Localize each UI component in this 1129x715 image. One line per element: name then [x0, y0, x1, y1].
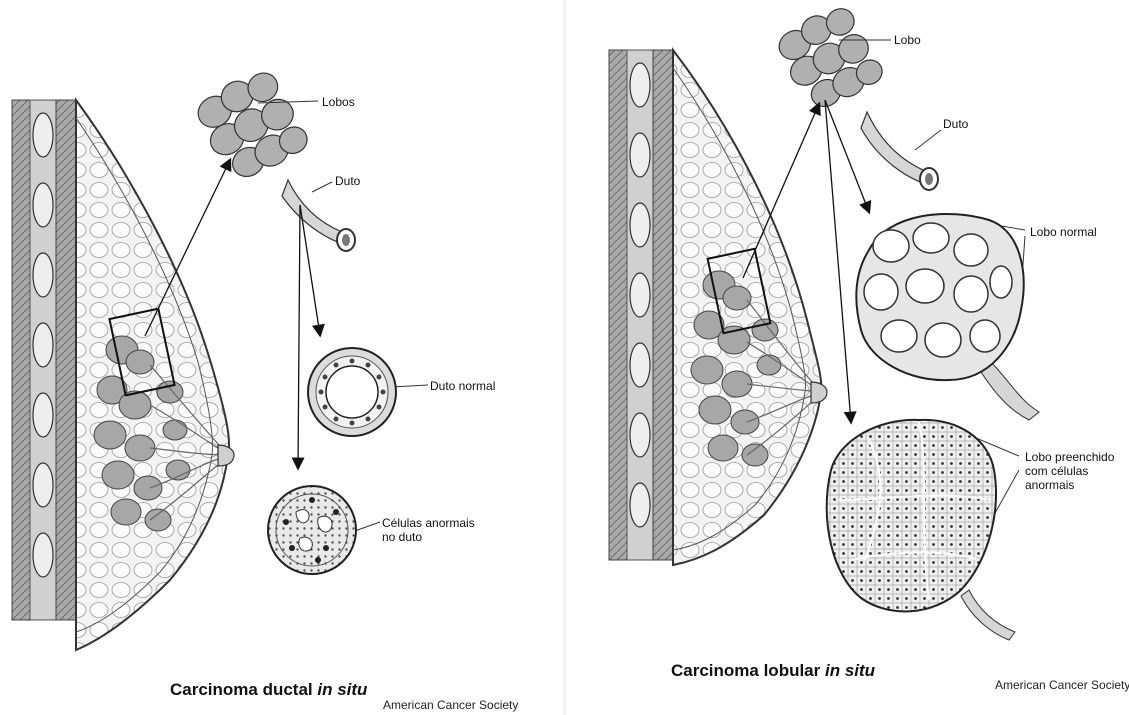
label-abnormal-cells: Células anormais no duto: [382, 516, 475, 544]
label-filled-lobe: Lobo preenchido com células anormais: [1025, 450, 1114, 492]
label-lobes: Lobos: [322, 95, 355, 109]
label-duct: Duto: [943, 117, 968, 131]
filled-lobe-cross-section: [827, 420, 1015, 640]
label-normal-duct: Duto normal: [430, 379, 495, 393]
chest-wall: [609, 50, 673, 560]
caption-lobular: Carcinoma lobular in situ: [671, 661, 875, 681]
breast-outline: [673, 50, 821, 565]
normal-duct-cross-section: [308, 348, 396, 436]
panel-divider: [563, 0, 566, 715]
label-lobe: Lobo: [894, 33, 921, 47]
lobular-illustration: [569, 0, 1129, 715]
label-duct: Duto: [335, 174, 360, 188]
abnormal-duct-cross-section: [268, 486, 356, 574]
ductal-illustration: [0, 0, 560, 715]
normal-lobe-cross-section: [856, 214, 1039, 420]
lobular-carcinoma-panel: Lobo Duto Lobo normal Lobo preenchido co…: [569, 0, 1129, 715]
chest-wall: [12, 100, 76, 620]
caption-ductal: Carcinoma ductal in situ: [170, 680, 367, 700]
breast-outline: [76, 100, 229, 650]
ductal-carcinoma-panel: Lobos Duto Duto normal Células anormais …: [0, 0, 560, 715]
credit-right: American Cancer Society: [995, 678, 1129, 692]
label-normal-lobe: Lobo normal: [1030, 225, 1097, 239]
lobes-inset: [190, 63, 313, 188]
lobe-inset: [771, 0, 887, 117]
nipple: [218, 445, 234, 466]
nipple: [811, 382, 827, 403]
credit-left: American Cancer Society: [383, 698, 518, 712]
